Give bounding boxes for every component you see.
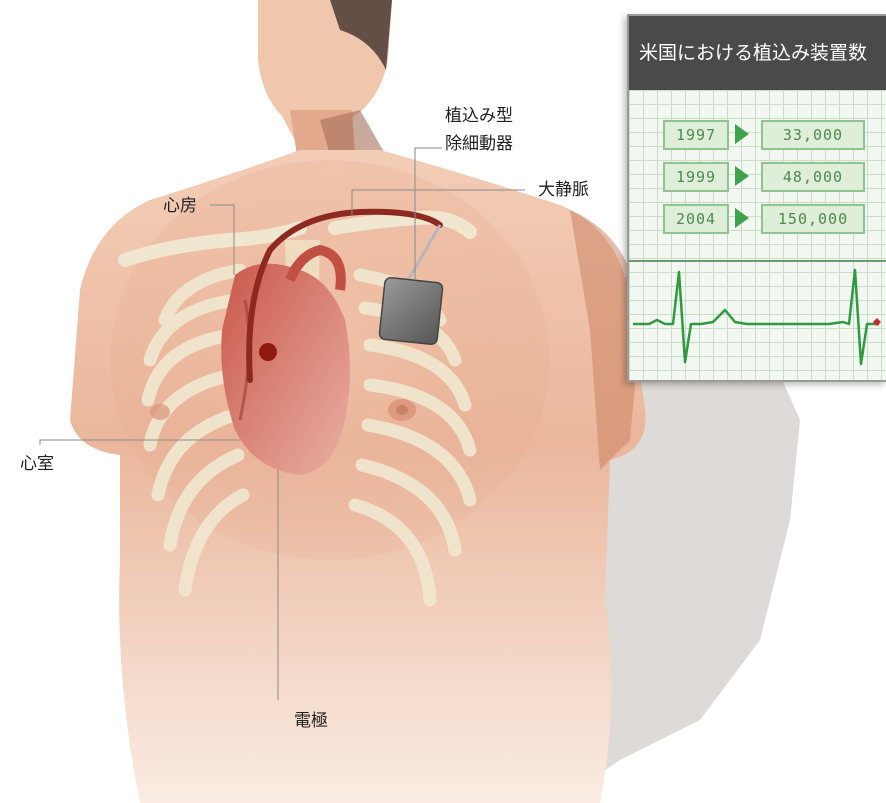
arrow-icon <box>735 166 749 186</box>
nipple-left <box>150 404 170 420</box>
defibrillator-device <box>379 277 443 345</box>
count-box: 33,000 <box>761 120 865 150</box>
label-atrium: 心房 <box>163 196 197 216</box>
implant-count-panel: 米国における植込み装置数 1997 33,000 1999 48,000 200… <box>627 14 886 382</box>
count-box: 48,000 <box>761 162 865 192</box>
label-defibrillator-line2: 除細動器 <box>445 134 513 154</box>
label-vena-cava: 大静脈 <box>538 180 589 200</box>
label-ventricle: 心室 <box>20 454 54 474</box>
ecg-trace <box>629 262 886 382</box>
panel-title: 米国における植込み装置数 <box>629 16 886 90</box>
year-box: 1999 <box>663 162 729 192</box>
arrow-icon <box>735 208 749 228</box>
year-box: 1997 <box>663 120 729 150</box>
label-electrode: 電極 <box>294 711 328 731</box>
label-defibrillator-line1: 植込み型 <box>445 106 513 126</box>
count-box: 150,000 <box>761 204 865 234</box>
arrow-icon <box>735 124 749 144</box>
year-box: 2004 <box>663 204 729 234</box>
panel-grid: 1997 33,000 1999 48,000 2004 150,000 <box>629 90 886 382</box>
atrium-dot <box>259 343 277 361</box>
